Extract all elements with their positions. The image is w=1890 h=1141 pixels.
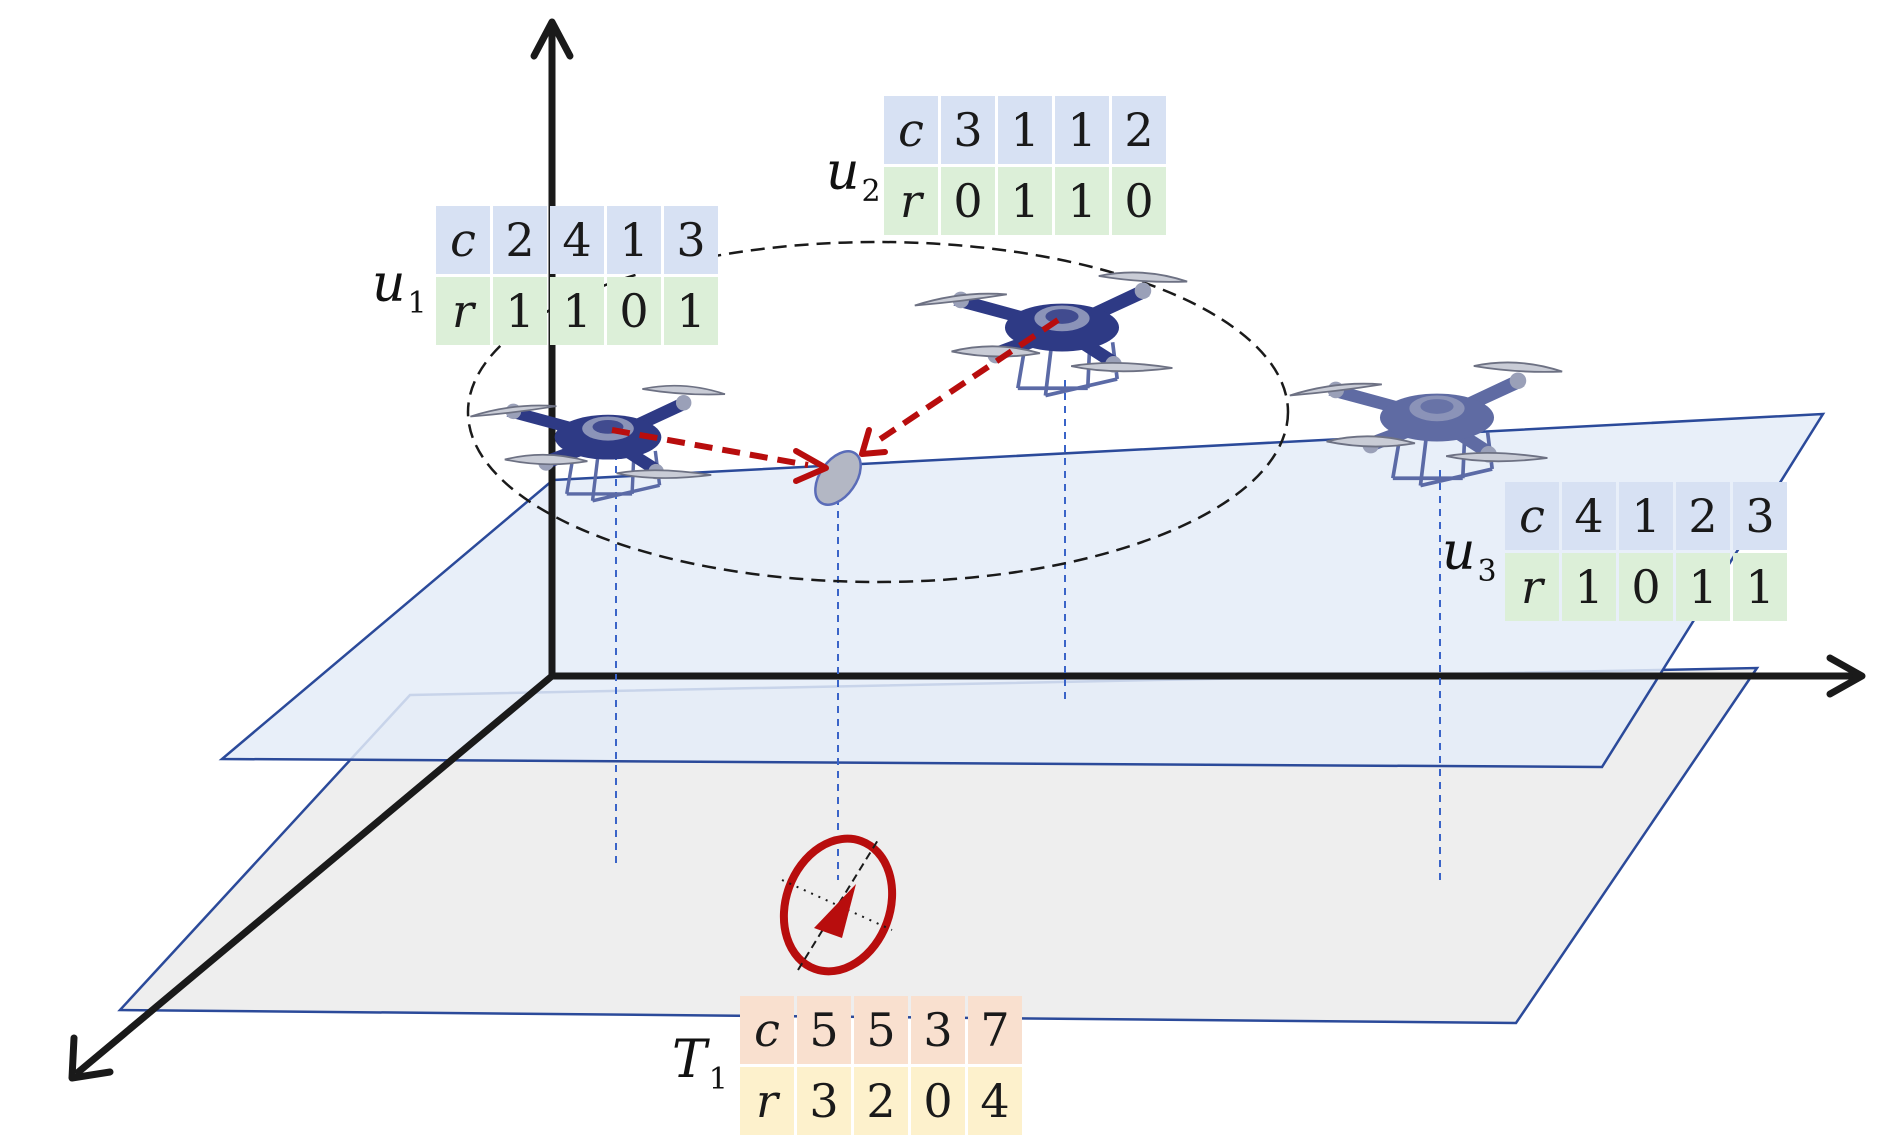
uav-label-u1: u1 [372, 258, 427, 319]
table-cell: c [884, 96, 938, 164]
table-cell: 3 [797, 1067, 851, 1135]
uav-label-index: 1 [407, 286, 427, 321]
table-cell: 2 [854, 1067, 908, 1135]
drone-u2 [912, 270, 1189, 398]
uav-label-name: u [1442, 522, 1476, 582]
table-cell: 0 [911, 1067, 965, 1135]
table-cell: 2 [1676, 482, 1730, 550]
target-table-t1: c 5 5 3 7 r 3 2 0 4 [740, 996, 1022, 1135]
table-cell: 0 [607, 277, 661, 345]
communication-range [466, 240, 1290, 584]
ground-target-icon [779, 834, 897, 976]
table-cell: 2 [493, 206, 547, 274]
table-cell: 3 [664, 206, 718, 274]
axis-y [68, 673, 555, 1082]
table-cell: 1 [1562, 553, 1616, 621]
table-cell: 1 [998, 96, 1052, 164]
table-cell: 3 [1733, 482, 1787, 550]
uav-label-u3: u3 [1442, 526, 1497, 587]
table-cell: 3 [941, 96, 995, 164]
table-cell: r [740, 1067, 794, 1135]
axis-z [530, 18, 574, 676]
table-cell: 1 [1055, 96, 1109, 164]
table-cell: 1 [550, 277, 604, 345]
table-cell: 1 [998, 167, 1052, 235]
table-cell: 5 [797, 996, 851, 1064]
uav-table-u1: c 2 4 1 3 r 1 1 0 1 [436, 206, 718, 345]
uav-label-name: u [372, 254, 406, 314]
table-cell: 1 [493, 277, 547, 345]
table-cell: 1 [1733, 553, 1787, 621]
table-cell: 1 [1619, 482, 1673, 550]
uav-label-name: u [826, 142, 860, 202]
target-label-name: T [672, 1030, 707, 1090]
arrow-u2-to-target [859, 317, 1060, 457]
table-cell: 1 [1676, 553, 1730, 621]
target-label-t1: T1 [672, 1034, 728, 1095]
uav-label-index: 2 [861, 174, 881, 209]
table-cell: 4 [968, 1067, 1022, 1135]
uav-table-u2: c 3 1 1 2 r 0 1 1 0 [884, 96, 1166, 235]
table-cell: c [740, 996, 794, 1064]
uav-label-index: 3 [1477, 554, 1497, 589]
uav-label-u2: u2 [826, 146, 881, 207]
target-label-index: 1 [708, 1062, 728, 1097]
table-cell: 3 [911, 996, 965, 1064]
table-cell: 4 [550, 206, 604, 274]
table-cell: r [436, 277, 490, 345]
table-cell: 4 [1562, 482, 1616, 550]
axis-x [552, 654, 1866, 698]
table-cell: 0 [1619, 553, 1673, 621]
table-cell: 0 [941, 167, 995, 235]
table-cell: 2 [1112, 96, 1166, 164]
table-cell: r [884, 167, 938, 235]
table-cell: c [1505, 482, 1559, 550]
table-cell: c [436, 206, 490, 274]
projection-lines [615, 380, 1441, 885]
table-cell: 1 [664, 277, 718, 345]
uav-table-u3: c 4 1 2 3 r 1 0 1 1 [1505, 482, 1787, 621]
arrow-u1-to-target [611, 427, 829, 484]
table-cell: 0 [1112, 167, 1166, 235]
table-cell: 1 [607, 206, 661, 274]
table-cell: r [1505, 553, 1559, 621]
table-cell: 7 [968, 996, 1022, 1064]
table-cell: 1 [1055, 167, 1109, 235]
table-cell: 5 [854, 996, 908, 1064]
